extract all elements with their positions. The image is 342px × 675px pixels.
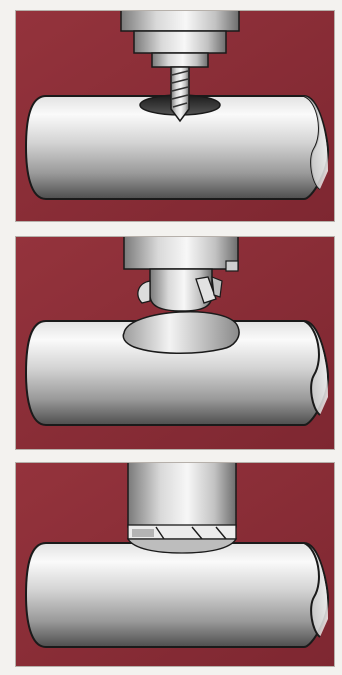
panel-2-illustration (16, 237, 334, 449)
drill-chuck-icon (120, 11, 240, 68)
pipe-icon (24, 95, 330, 200)
panel-drill-pilot-hole (15, 10, 335, 222)
panel-cutter-seated-on-pipe (15, 462, 335, 667)
drill-bit-icon (170, 66, 190, 123)
hole-saw-icon (123, 237, 239, 312)
panel-3-illustration (16, 463, 334, 666)
panel-cutter-engaging-pipe (15, 236, 335, 450)
hole-saw-icon (126, 463, 238, 554)
panel-1-illustration (16, 11, 334, 221)
pipe-icon (24, 320, 330, 426)
pipe-icon (24, 542, 330, 648)
cut-saddle (122, 311, 240, 354)
